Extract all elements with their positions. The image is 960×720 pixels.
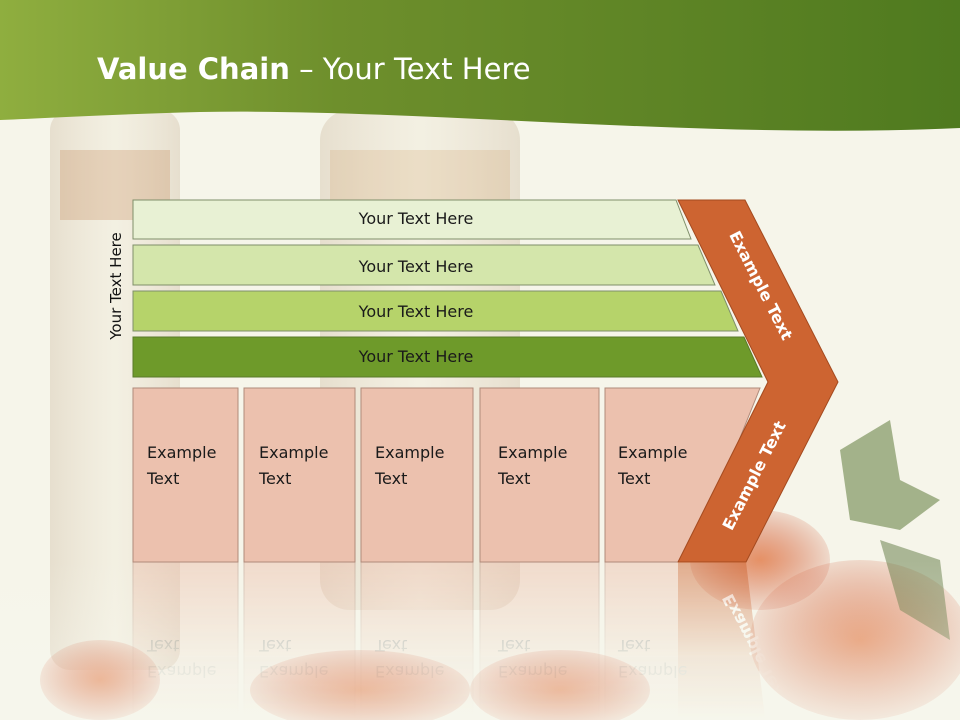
primary-box-3-line1: Example [375,443,444,462]
svg-text:Example: Example [375,662,444,681]
support-bar-3-label: Your Text Here [358,302,474,321]
primary-box-2-line2: Text [258,469,291,488]
primary-box-5-line2: Text [617,469,650,488]
svg-text:Example: Example [259,662,328,681]
svg-text:Text: Text [497,636,530,655]
page-title: Value Chain – Your Text Here [97,52,531,86]
svg-text:Text: Text [617,636,650,655]
primary-box-1-line2: Text [146,469,179,488]
primary-box-2-line1: Example [259,443,328,462]
svg-text:Text: Text [374,636,407,655]
svg-text:Text: Text [146,636,179,655]
primary-box-3-line2: Text [374,469,407,488]
primary-box-2 [243,387,356,563]
primary-box-5-line1: Example [618,443,687,462]
support-bar-4-label: Your Text Here [358,347,474,366]
primary-box-4-line2: Text [497,469,530,488]
svg-text:Example: Example [618,662,687,681]
support-bar-4 [132,336,763,378]
svg-text:Example: Example [498,662,567,681]
support-bar-1-label: Your Text Here [358,209,474,228]
support-bar-2 [132,244,716,286]
svg-text:Example: Example [147,662,216,681]
primary-box-1 [132,387,239,563]
support-bar-1 [132,199,692,240]
primary-box-4 [479,387,600,563]
support-activities: Your Text Here Your Text Here Your Text … [132,199,763,378]
title-rest: – Your Text Here [289,52,531,86]
diagram-reflection: Example Text Example Text Example Text E… [132,561,790,720]
primary-box-1-line1: Example [147,443,216,462]
header-band [0,0,960,131]
primary-activities: Example Text Example Text Example Text E… [132,387,761,563]
title-bold: Value Chain [97,52,290,86]
support-bar-2-label: Your Text Here [358,257,474,276]
support-bar-3 [132,290,739,332]
primary-box-4-line1: Example [498,443,567,462]
svg-text:Text: Text [258,636,291,655]
primary-box-3 [360,387,474,563]
